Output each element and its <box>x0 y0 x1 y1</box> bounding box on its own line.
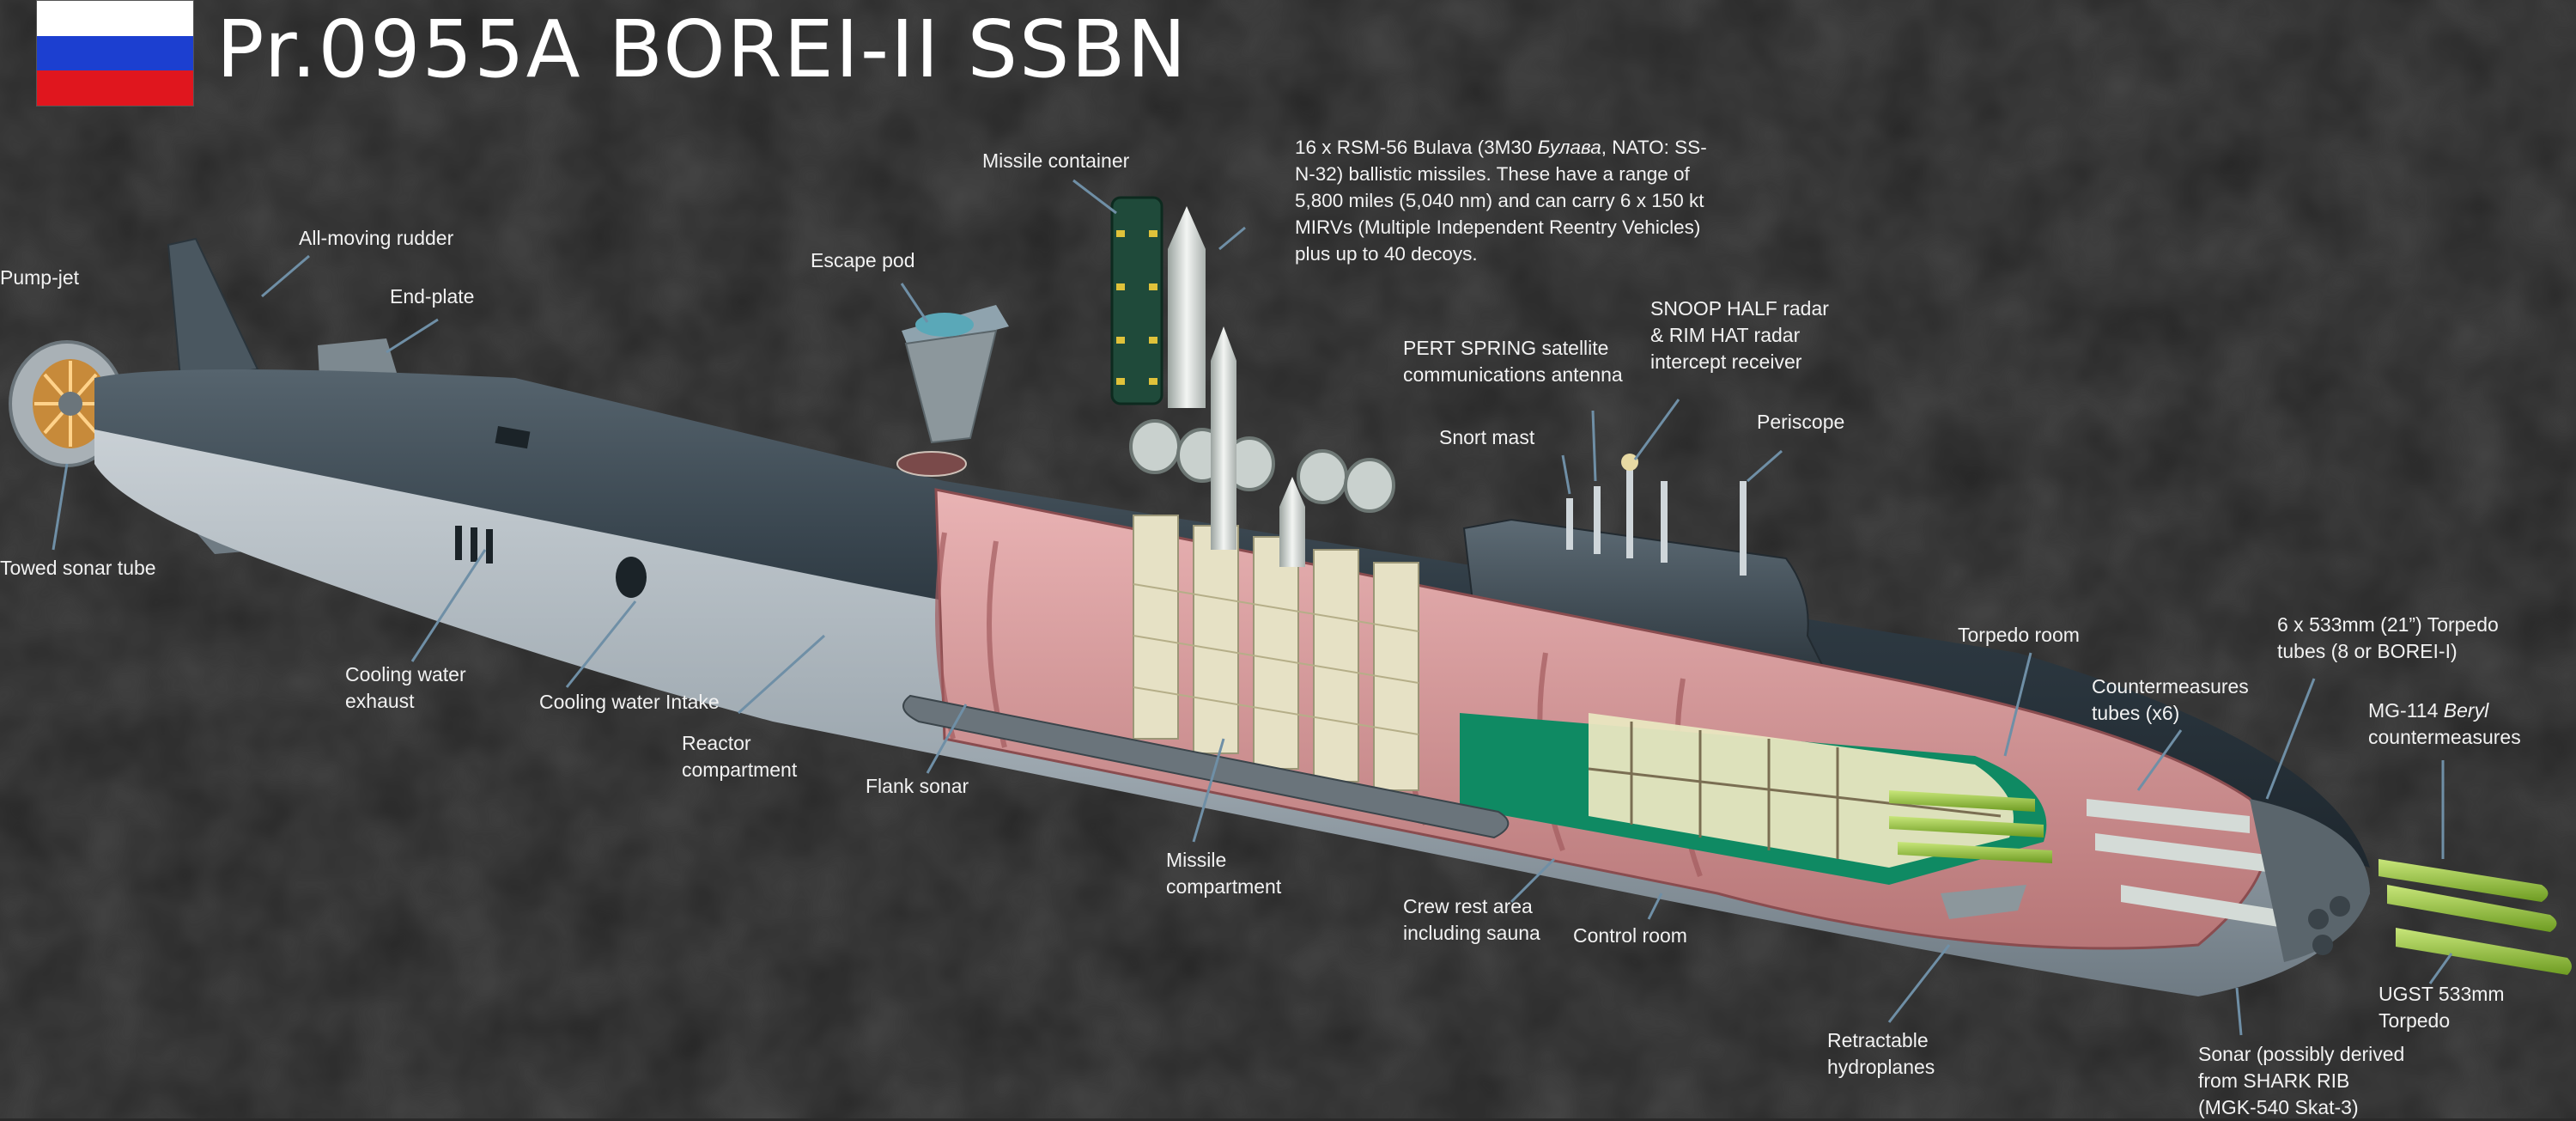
label-mg114-beryl: MG-114 Beryl countermeasures <box>2368 698 2521 751</box>
page-title: Pr.0955A BOREI-II SSBN <box>216 3 1188 95</box>
label-cooling-water-exhaust: Cooling water exhaust <box>345 661 466 715</box>
flag-red-stripe <box>37 70 193 106</box>
label-snoop-half: SNOOP HALF radar & RIM HAT radar interce… <box>1650 295 1829 375</box>
label-line: intercept receiver <box>1650 350 1802 373</box>
label-line: Reactor <box>682 732 751 754</box>
label-sonar: Sonar (possibly derived from SHARK RIB (… <box>2198 1041 2404 1121</box>
label-line: Countermeasures <box>2092 675 2249 698</box>
escape-pod-shape <box>896 305 1009 477</box>
label-missile-container: Missile container <box>982 149 1130 172</box>
label-snort-mast: Snort mast <box>1439 426 1535 448</box>
label-line: tubes (x6) <box>2092 702 2180 724</box>
label-line: from SHARK RIB <box>2198 1069 2350 1092</box>
flank-sonar-shape <box>902 694 1510 839</box>
label-line: including sauna <box>1403 922 1540 944</box>
missile-hatches <box>1129 419 1395 513</box>
missile-description-part1: 16 x RSM-56 Bulava (3M30 <box>1295 137 1538 158</box>
hydroplane-shape <box>1941 885 2026 919</box>
label-line: Sonar (possibly derived <box>2198 1043 2405 1065</box>
label-mg114-italic: Beryl <box>2443 699 2489 722</box>
ugst-torpedoes <box>2379 859 2572 975</box>
label-mg114-prefix: MG-114 <box>2368 699 2444 722</box>
label-line: exhaust <box>345 690 415 712</box>
label-line: compartment <box>682 759 798 781</box>
label-line: hydroplanes <box>1827 1056 1935 1078</box>
label-line: 6 x 533mm (21”) Torpedo <box>2277 613 2499 636</box>
missile-description: 16 x RSM-56 Bulava (3M30 Булава, NATO: S… <box>1295 134 1724 267</box>
label-line: compartment <box>1166 875 1282 898</box>
label-pert-spring: PERT SPRING satellite communications ant… <box>1403 335 1623 388</box>
label-line: Retractable <box>1827 1029 1929 1051</box>
label-flank-sonar: Flank sonar <box>866 775 969 797</box>
label-control-room: Control room <box>1573 924 1687 947</box>
label-crew-rest-area: Crew rest area including sauna <box>1403 893 1540 947</box>
label-all-moving-rudder: All-moving rudder <box>299 227 454 249</box>
flag-blue-stripe <box>37 35 193 71</box>
missile-loose <box>1168 206 1206 408</box>
label-cooling-water-intake: Cooling water Intake <box>539 691 720 713</box>
label-line: SNOOP HALF radar <box>1650 297 1829 320</box>
label-towed-sonar-tube: Towed sonar tube <box>0 557 156 579</box>
label-line: PERT SPRING satellite <box>1403 337 1609 359</box>
sail-shape <box>1462 518 1831 680</box>
label-end-plate: End-plate <box>390 285 475 308</box>
missile-description-part2: , NATO: SS-N-32) ballistic missiles. The… <box>1295 137 1707 265</box>
label-ugst-torpedo: UGST 533mm Torpedo <box>2379 981 2505 1034</box>
label-line: communications antenna <box>1403 363 1623 386</box>
label-pump-jet: Pump-jet <box>0 266 80 289</box>
flag-white-stripe <box>37 1 193 36</box>
label-line: tubes (8 or BOREI-I) <box>2277 640 2458 662</box>
label-torpedo-room: Torpedo room <box>1958 624 2080 646</box>
missile-description-italic: Булава <box>1537 137 1601 158</box>
label-reactor-compartment: Reactor compartment <box>682 730 797 783</box>
label-line: Missile <box>1166 849 1227 871</box>
label-line: Cooling water <box>345 663 466 685</box>
label-missile-compartment: Missile compartment <box>1166 847 1281 900</box>
label-line: countermeasures <box>2368 726 2521 748</box>
label-escape-pod: Escape pod <box>811 249 915 271</box>
rudder-shape <box>167 237 259 380</box>
leader-lines <box>52 179 2453 1036</box>
label-line: MG-114 Beryl <box>2368 698 2521 724</box>
label-line: & RIM HAT radar <box>1650 324 1801 346</box>
label-line: (MGK-540 Skat-3) <box>2198 1096 2359 1118</box>
russian-flag <box>36 0 194 107</box>
label-countermeasures-tubes: Countermeasures tubes (x6) <box>2092 673 2249 727</box>
missile-container-shape <box>1110 196 1163 405</box>
label-retractable-hydroplanes: Retractable hydroplanes <box>1827 1027 1935 1081</box>
label-torpedo-tubes: 6 x 533mm (21”) Torpedo tubes (8 or BORE… <box>2277 612 2499 665</box>
bow-dome <box>2250 799 2370 962</box>
label-periscope: Periscope <box>1757 411 1845 433</box>
missile-tubes <box>1133 515 1419 791</box>
label-line: UGST 533mm <box>2379 983 2505 1005</box>
torpedo-tubes-internal <box>1889 790 2284 928</box>
masts <box>1566 469 1747 576</box>
label-line: Crew rest area <box>1403 895 1533 917</box>
label-line: Torpedo <box>2379 1009 2451 1032</box>
end-plate-shape <box>318 338 397 378</box>
missiles-standing <box>1211 326 1305 567</box>
